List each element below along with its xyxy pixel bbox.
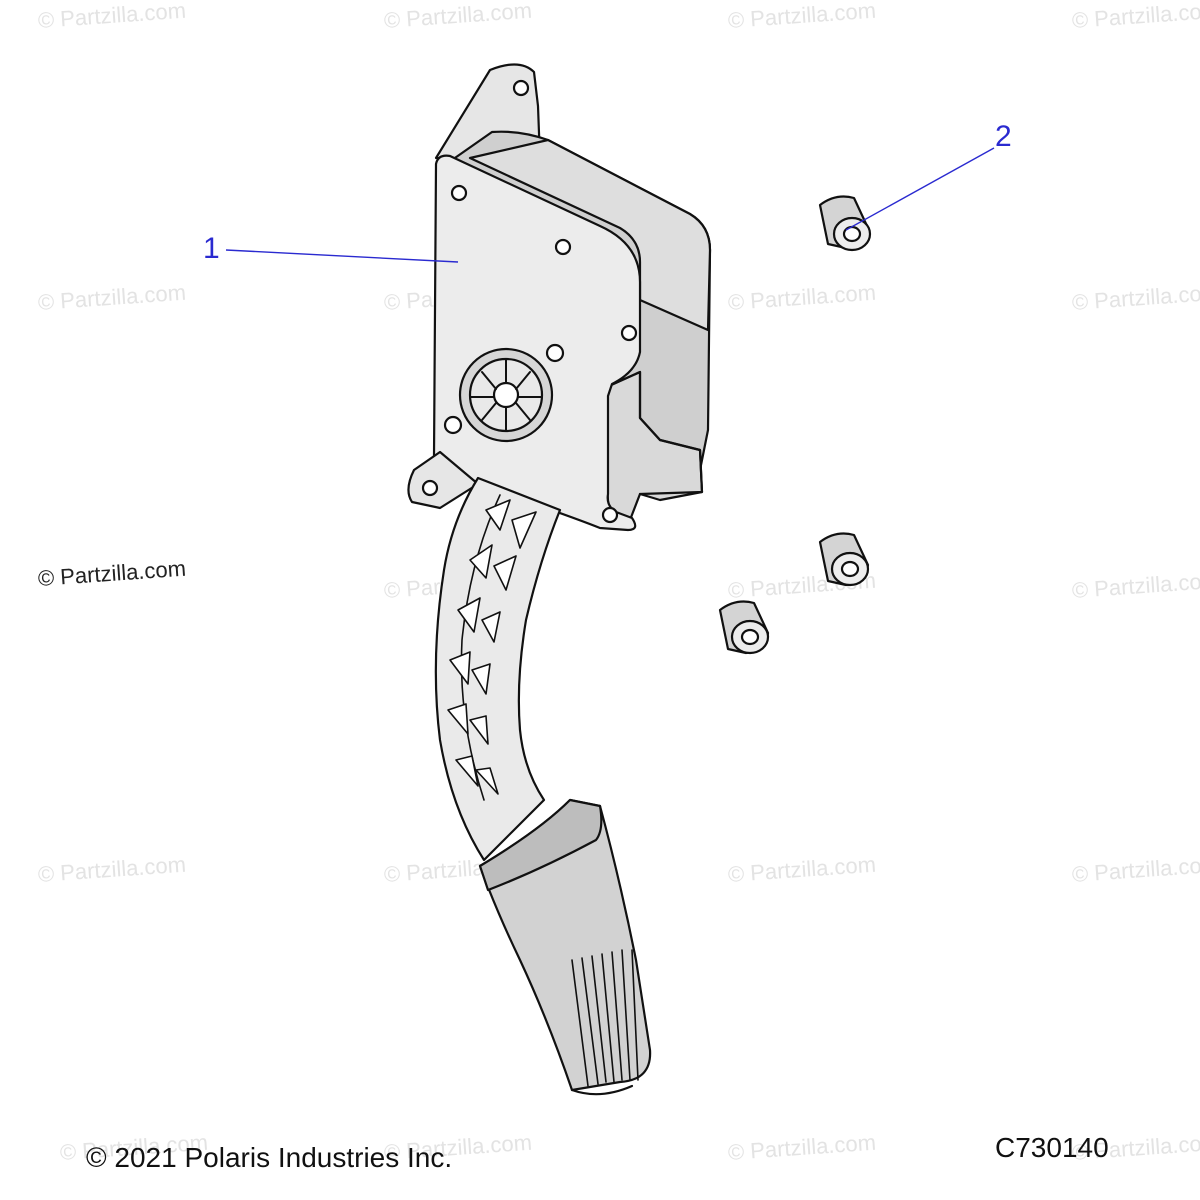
flange-nut	[818, 195, 872, 252]
callout-1: 1	[203, 232, 220, 265]
pedal-assembly	[407, 63, 712, 1096]
flange-nut	[718, 600, 770, 655]
leader-line-2	[845, 147, 995, 231]
leader-line-1	[225, 249, 459, 263]
diagram-code: C730140	[995, 1132, 1109, 1163]
callout-2: 2	[995, 120, 1012, 153]
copyright-text: © 2021 Polaris Industries Inc.	[86, 1142, 453, 1173]
flange-nut	[818, 532, 870, 587]
